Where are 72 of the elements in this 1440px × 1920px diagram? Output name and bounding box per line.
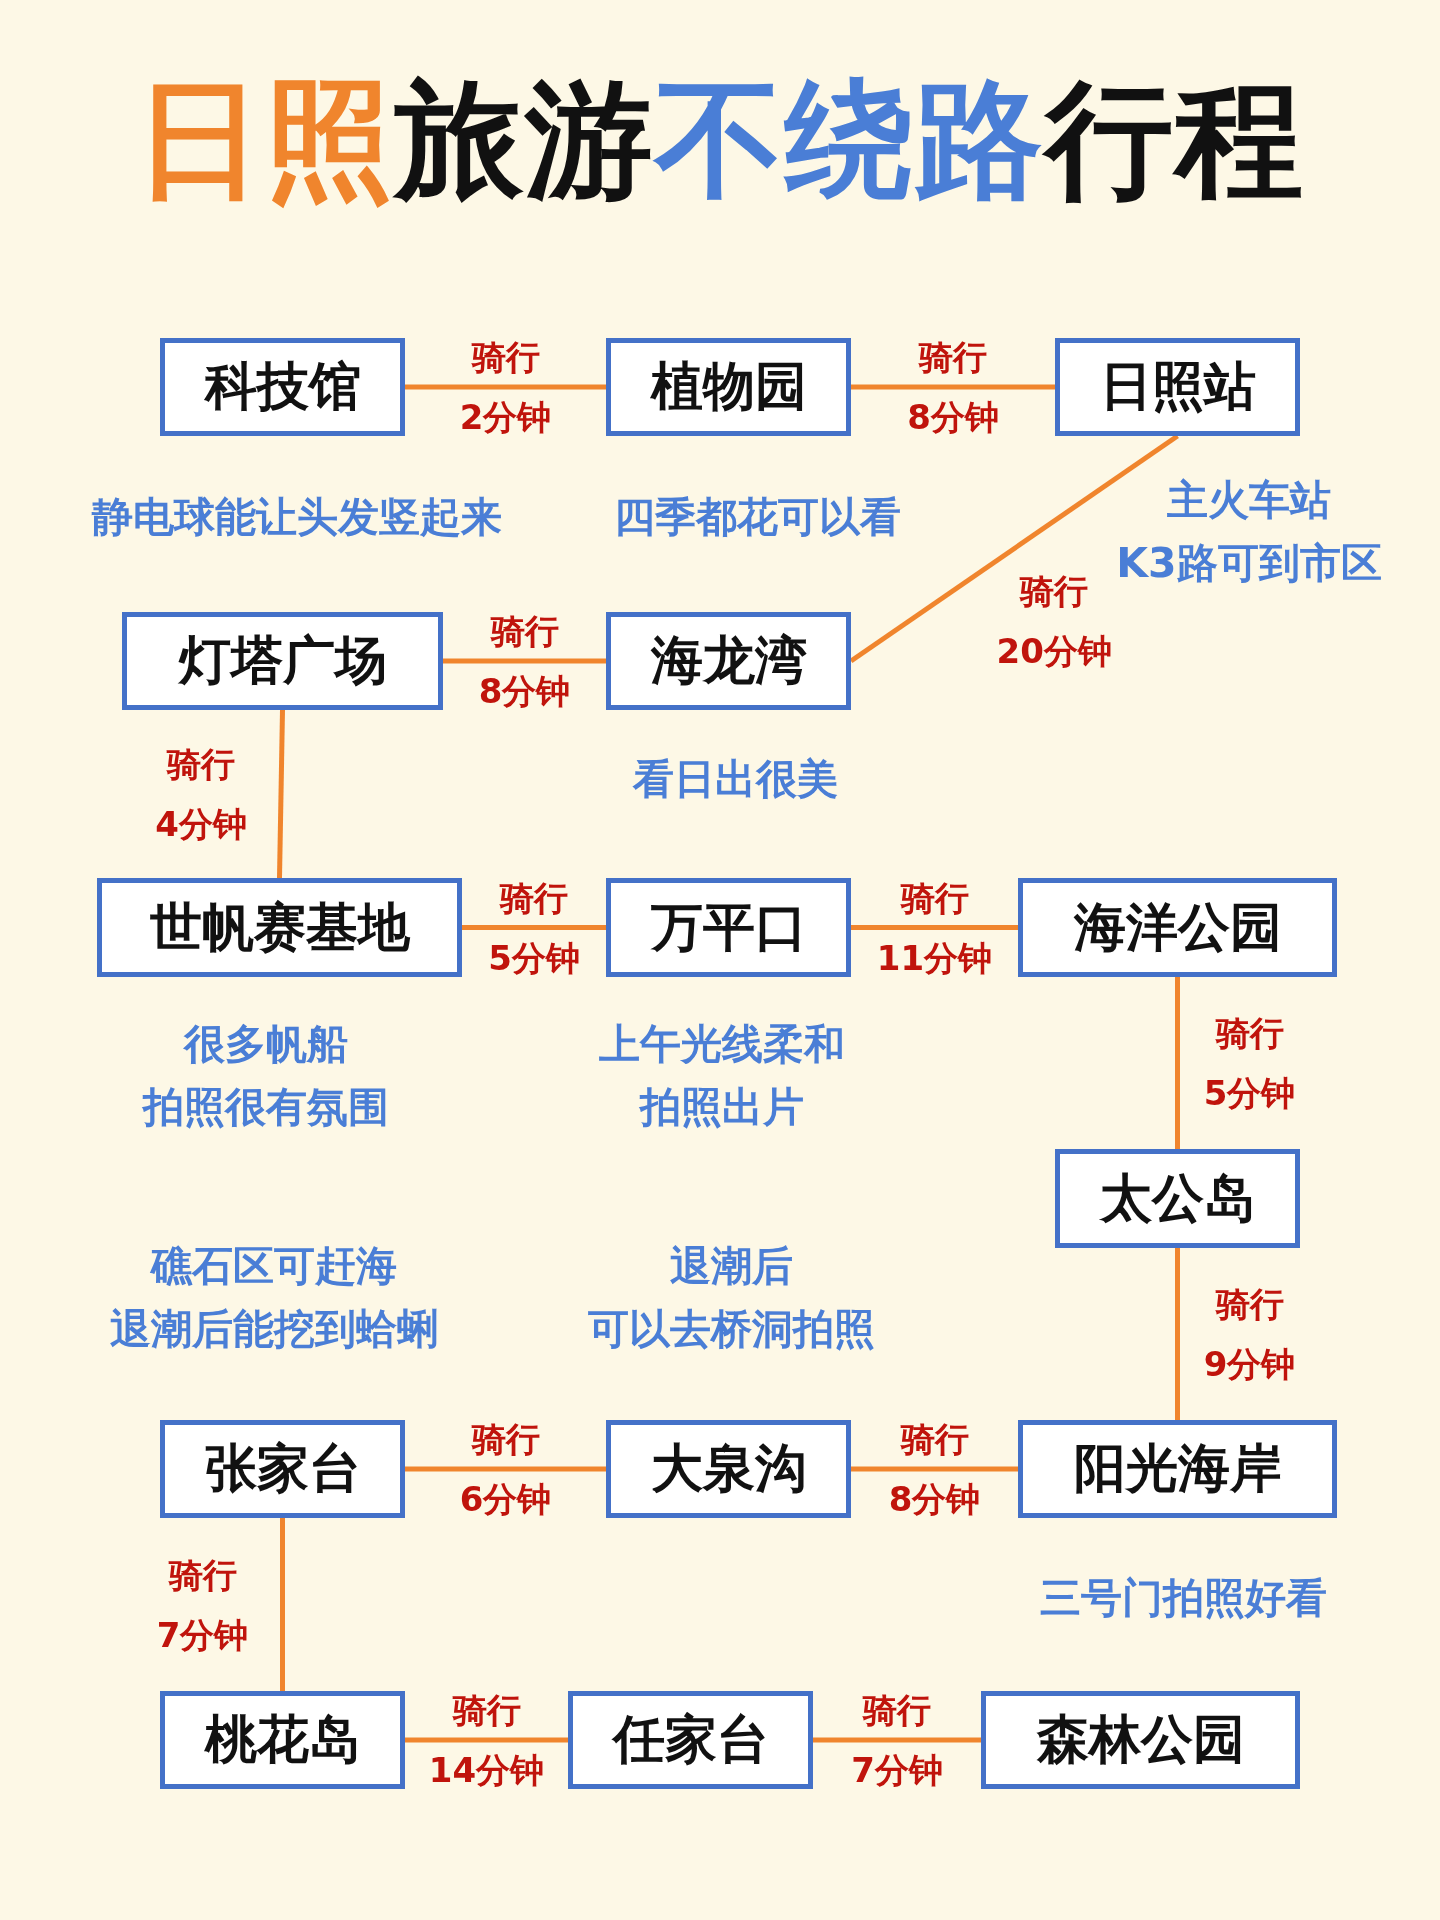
location-name: 科技馆 <box>204 355 361 418</box>
location-box <box>606 612 851 710</box>
route-line <box>1175 1248 1180 1420</box>
edge-label: 骑行 8分钟 <box>888 1418 981 1521</box>
note-text: 退潮后能挖到蛤蜊 <box>110 1303 438 1355</box>
location-box <box>160 1691 405 1789</box>
note-text: 礁石区可赶海 <box>151 1240 397 1292</box>
route-line <box>405 1466 606 1472</box>
location-box <box>1055 1149 1300 1248</box>
note-text: 拍照出片 <box>640 1081 804 1133</box>
location-name: 森林公园 <box>1036 1708 1245 1771</box>
location-box <box>1055 338 1300 436</box>
note-text: 三号门拍照好看 <box>1039 1572 1327 1624</box>
location-name: 海龙湾 <box>650 629 807 692</box>
location-box <box>97 878 462 977</box>
note-text: K3路可到市区 <box>1116 537 1382 589</box>
edge-label: 骑行 20分钟 <box>996 569 1112 673</box>
location-box <box>1018 878 1337 977</box>
route-line <box>405 1737 568 1743</box>
location-box <box>606 338 851 436</box>
route-line <box>813 1737 981 1743</box>
note-text: 可以去桥洞拍照 <box>587 1303 875 1355</box>
location-box <box>568 1691 813 1789</box>
edge-label: 骑行 5分钟 <box>488 876 580 980</box>
location-name: 桃花岛 <box>204 1708 361 1771</box>
edge-label: 骑行 14分钟 <box>428 1689 545 1792</box>
location-box <box>1018 1420 1337 1518</box>
location-box <box>160 1420 405 1518</box>
note-text: 看日出很美 <box>632 753 838 805</box>
note-text: 主火车站 <box>1167 474 1331 526</box>
edge-label: 骑行 11分钟 <box>876 876 993 980</box>
route-line <box>280 1518 285 1691</box>
location-box <box>606 878 851 977</box>
edge-label: 骑行 7分钟 <box>851 1689 943 1792</box>
edge-label: 骑行 4分钟 <box>155 743 247 846</box>
route-line <box>443 658 606 664</box>
location-name: 灯塔广场 <box>178 629 387 692</box>
location-box <box>122 612 443 710</box>
edge-label: 骑行 9分钟 <box>1203 1283 1296 1386</box>
edge-label: 骑行 8分钟 <box>907 336 999 439</box>
route-line <box>277 709 285 879</box>
route-line <box>405 384 606 390</box>
location-name: 大泉沟 <box>650 1437 807 1500</box>
note-text: 上午光线柔和 <box>599 1018 845 1070</box>
location-box <box>606 1420 851 1518</box>
location-name: 万平口 <box>650 895 807 959</box>
location-name: 植物园 <box>650 355 807 418</box>
note-text: 退潮后 <box>669 1240 793 1292</box>
route-line <box>462 925 606 930</box>
location-name: 阳光海岸 <box>1073 1437 1282 1500</box>
note-text: 静电球能让头发竖起来 <box>92 491 502 543</box>
location-name: 太公岛 <box>1099 1166 1256 1230</box>
location-name: 世帆赛基地 <box>149 895 410 959</box>
note-text: 很多帆船 <box>184 1018 348 1070</box>
title: 日照旅游不绕路行程 <box>135 70 1305 211</box>
note-text: 拍照很有氛围 <box>143 1081 389 1133</box>
note-text: 四季都花可以看 <box>613 491 901 543</box>
edge-label: 骑行 2分钟 <box>459 336 552 439</box>
location-box <box>981 1691 1300 1789</box>
edge-label: 骑行 8分钟 <box>478 610 571 713</box>
edge-label: 骑行 6分钟 <box>459 1418 552 1521</box>
location-name: 任家台 <box>612 1708 769 1771</box>
route-line <box>851 384 1055 390</box>
route-line <box>851 925 1018 930</box>
location-box <box>160 338 405 436</box>
location-name: 日照站 <box>1099 355 1256 418</box>
route-line <box>1175 977 1180 1149</box>
edge-label: 骑行 5分钟 <box>1203 1012 1296 1115</box>
route-line <box>851 1466 1018 1472</box>
edge-label: 骑行 7分钟 <box>156 1553 249 1657</box>
location-name: 海洋公园 <box>1073 895 1282 959</box>
location-name: 张家台 <box>204 1437 361 1500</box>
